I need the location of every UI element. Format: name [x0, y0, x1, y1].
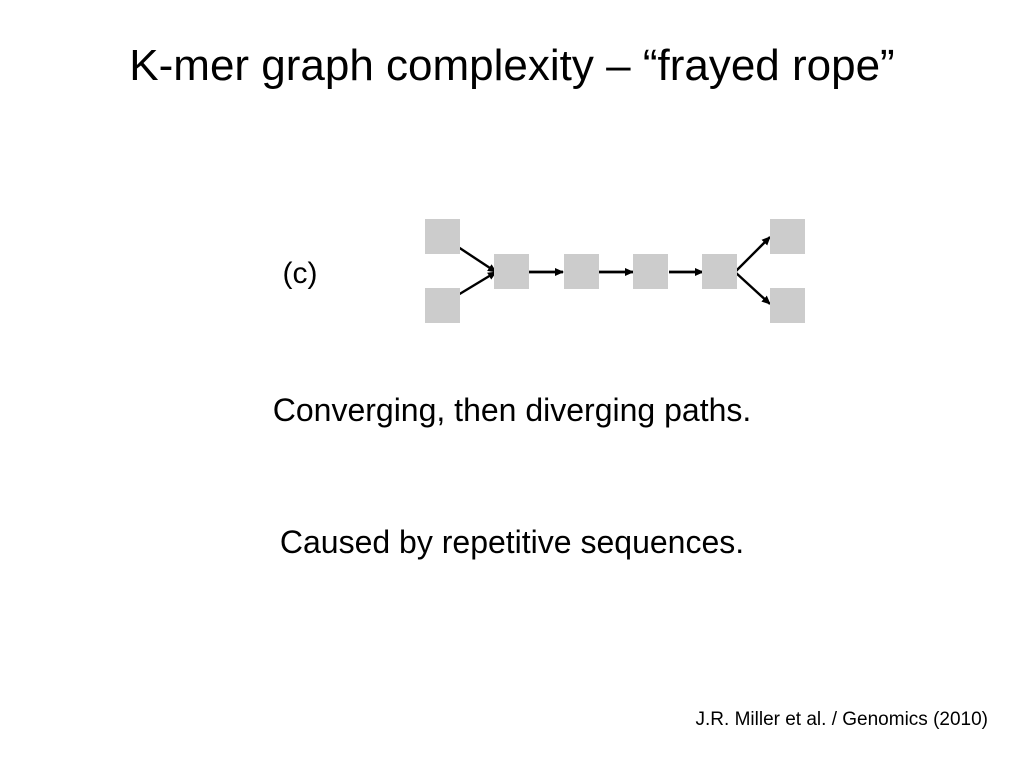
edge-n4-to-out-top [734, 236, 771, 273]
node-n3 [633, 254, 668, 289]
node-in-top [425, 219, 460, 254]
citation: J.R. Miller et al. / Genomics (2010) [695, 709, 988, 730]
slide-title: K-mer graph complexity – “frayed rope” [129, 41, 895, 90]
node-in-bottom [425, 288, 460, 323]
node-n4 [702, 254, 737, 289]
edge-n4-to-out-bottom [734, 271, 771, 305]
bullet-repetitive: Caused by repetitive sequences. [279, 524, 745, 560]
panel-label: (c) [283, 257, 318, 290]
node-out-top [770, 219, 805, 254]
node-out-bottom [770, 288, 805, 323]
bullet-converging: Converging, then diverging paths. [272, 392, 752, 428]
node-n2 [564, 254, 599, 289]
node-n1 [494, 254, 529, 289]
